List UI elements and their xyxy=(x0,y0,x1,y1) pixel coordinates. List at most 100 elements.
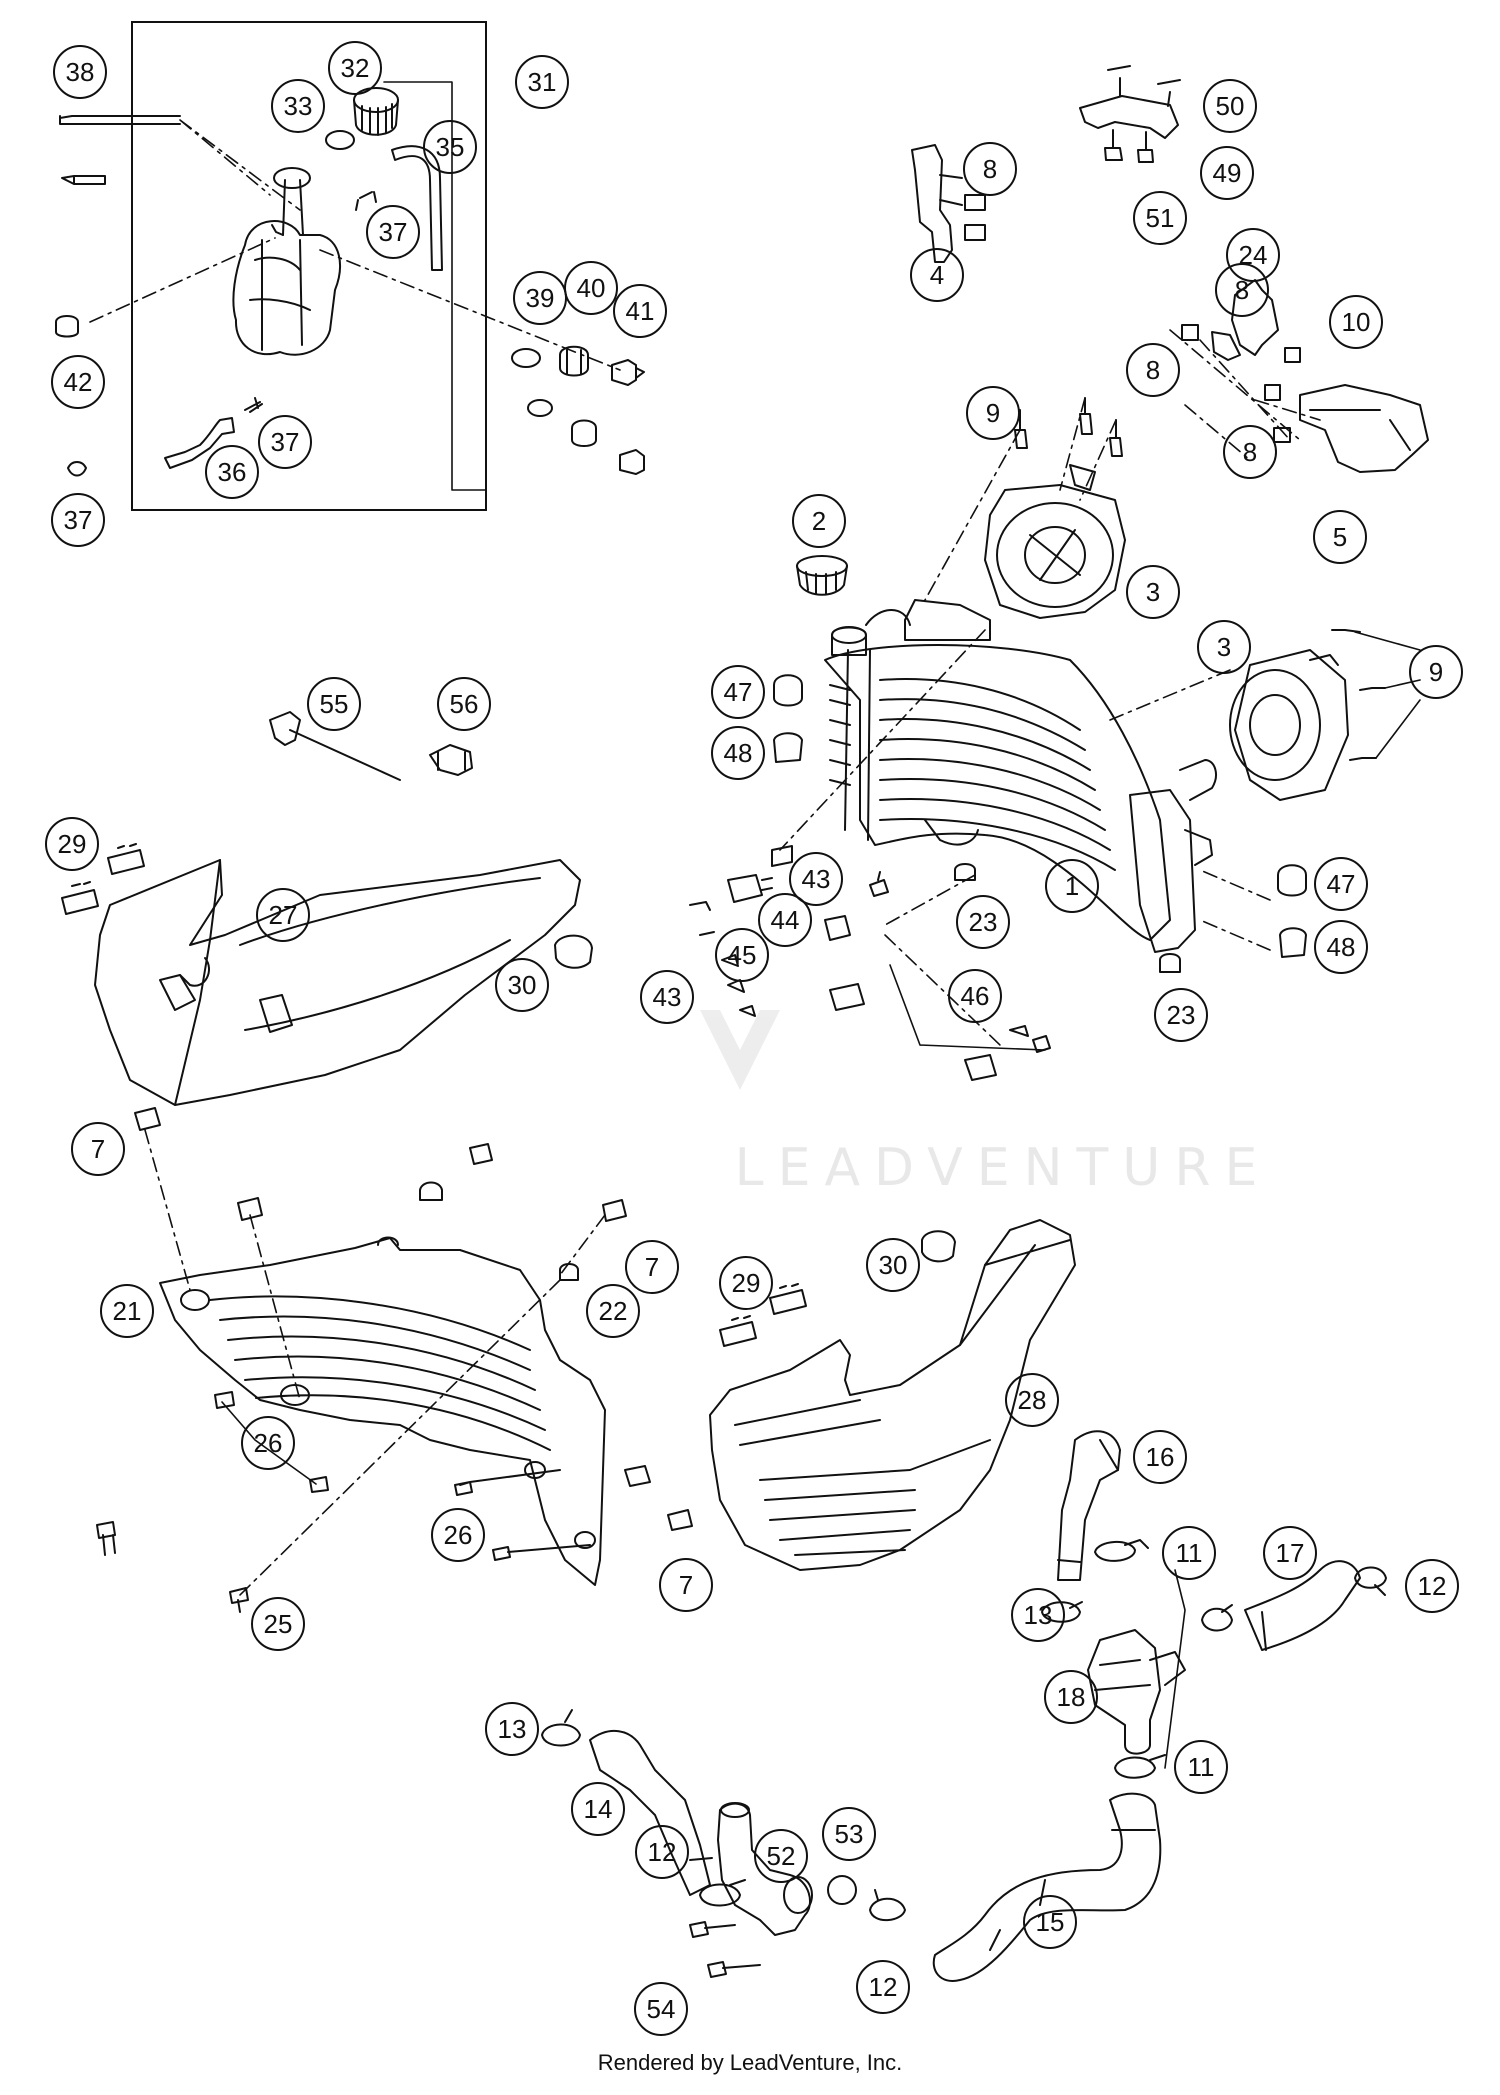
callout-30-label: 30 xyxy=(879,1250,908,1280)
callout-42-label: 42 xyxy=(64,367,93,397)
right-spoiler-28 xyxy=(709,1219,1076,1571)
callout-3-label: 3 xyxy=(1146,577,1160,607)
callout-48-label: 48 xyxy=(1327,932,1356,962)
bracket-5 xyxy=(1299,384,1429,473)
fan-screws-9 xyxy=(1014,397,1123,457)
o-ring-53 xyxy=(827,1875,857,1905)
callout-52-label: 52 xyxy=(767,1841,796,1871)
callout-12-label: 12 xyxy=(1418,1571,1447,1601)
footer-credit: Rendered by LeadVenture, Inc. xyxy=(597,2050,903,2075)
bushing-48-right xyxy=(1279,927,1307,958)
callout-29-label: 29 xyxy=(732,1268,761,1298)
callout-33-label: 33 xyxy=(284,91,313,121)
screw-26-d xyxy=(492,1544,591,1561)
grommet-upper xyxy=(419,1181,443,1201)
watermark-text: LEADVENTURE xyxy=(735,1138,1272,1198)
callout-55-label: 55 xyxy=(320,689,349,719)
hose-17 xyxy=(1244,1560,1361,1651)
callout-49-label: 49 xyxy=(1213,158,1242,188)
bushing-48-left xyxy=(773,732,803,763)
callout-47-label: 47 xyxy=(1327,869,1356,899)
callout-43-label: 43 xyxy=(653,982,682,1012)
callout-12-label: 12 xyxy=(869,1972,898,2002)
reservoir-seal-ring xyxy=(325,130,355,150)
clip-7-b xyxy=(237,1197,263,1221)
radiator-filler-neck xyxy=(831,609,911,656)
fan-connector xyxy=(1069,464,1096,491)
grommet-47-left xyxy=(773,674,803,707)
callout-8-label: 8 xyxy=(1235,275,1249,305)
clip-7-e xyxy=(624,1465,651,1487)
reservoir-hose-clip xyxy=(67,461,87,477)
callout-18-label: 18 xyxy=(1057,1682,1086,1712)
callout-56-label: 56 xyxy=(450,689,479,719)
reservoir-clip-lower xyxy=(244,397,263,413)
callout-53-label: 53 xyxy=(835,1819,864,1849)
callout-38 xyxy=(45,41,1463,2036)
callout-26-label: 26 xyxy=(254,1428,283,1458)
clip-7-d xyxy=(602,1199,627,1222)
callout-35-label: 35 xyxy=(436,132,465,162)
fan-screws-9-right xyxy=(1331,629,1386,761)
grommet-22 xyxy=(559,1263,579,1281)
hose-15 xyxy=(932,1792,1162,1982)
leader-lines xyxy=(89,81,1421,1769)
callout-23-label: 23 xyxy=(1167,1000,1196,1030)
fan-lower xyxy=(1229,649,1349,801)
callout-25-label: 25 xyxy=(264,1609,293,1639)
callout-39-label: 39 xyxy=(526,283,555,313)
callout-9-label: 9 xyxy=(986,398,1000,428)
callout-47-label: 47 xyxy=(724,677,753,707)
callout-9-label: 9 xyxy=(1429,657,1443,687)
hose-clip-56 xyxy=(429,744,473,776)
callout-7-label: 7 xyxy=(679,1570,693,1600)
clip-7-a xyxy=(134,1107,161,1131)
callout-36-label: 36 xyxy=(218,457,247,487)
clip-7-c xyxy=(469,1143,493,1165)
spring-nut-29-a xyxy=(61,881,99,915)
screws-51 xyxy=(1104,129,1154,163)
callout-10-label: 10 xyxy=(1342,307,1371,337)
fan-upper xyxy=(984,484,1126,619)
callouts: 38 32 33 31 35 37 39 40 41 42 37 36 37 5… xyxy=(45,41,1463,2036)
callout-26-label: 26 xyxy=(444,1520,473,1550)
callout-30-label: 30 xyxy=(508,970,537,1000)
radiator-cap xyxy=(796,555,848,596)
reservoir-drain-hose xyxy=(164,417,235,469)
grommet-30-left xyxy=(554,934,593,969)
callout-38-label: 38 xyxy=(66,57,95,87)
hose-14 xyxy=(589,1730,713,1896)
callout-5-label: 5 xyxy=(1333,522,1347,552)
callout-1-label: 1 xyxy=(1065,871,1079,901)
reservoir-rubber-bushing xyxy=(55,315,79,338)
callout-2-label: 2 xyxy=(812,506,826,536)
bracket-49 xyxy=(1079,65,1181,139)
reservoir-clip-upper xyxy=(355,191,377,211)
callout-41-label: 41 xyxy=(626,296,655,326)
callout-13-label: 13 xyxy=(498,1714,527,1744)
callout-54-label: 54 xyxy=(647,1994,676,2024)
callout-23-label: 23 xyxy=(969,907,998,937)
callout-16-label: 16 xyxy=(1146,1442,1175,1472)
screw-25-a xyxy=(96,1521,116,1556)
thermostat-18 xyxy=(1087,1629,1186,1755)
callout-32-label: 32 xyxy=(341,53,370,83)
callout-45-label: 45 xyxy=(728,940,757,970)
callout-8-label: 8 xyxy=(1243,437,1257,467)
callout-3-label: 3 xyxy=(1217,632,1231,662)
radiator xyxy=(824,599,1217,953)
callout-12-label: 12 xyxy=(648,1837,677,1867)
grommet-30-right xyxy=(921,1230,956,1263)
left-spoiler-27 xyxy=(94,859,581,1106)
coolant-reservoir xyxy=(232,167,341,356)
pipe-52 xyxy=(717,1802,813,1936)
callout-37-label: 37 xyxy=(271,427,300,457)
callout-7-label: 7 xyxy=(91,1134,105,1164)
screw-54-a xyxy=(689,1921,736,1938)
reservoir-group-box xyxy=(131,21,487,511)
callout-37-label: 37 xyxy=(379,217,408,247)
grommet-47-right xyxy=(1277,864,1307,897)
callout-24-label: 24 xyxy=(1239,240,1268,270)
screw-54-b xyxy=(707,1961,761,1978)
